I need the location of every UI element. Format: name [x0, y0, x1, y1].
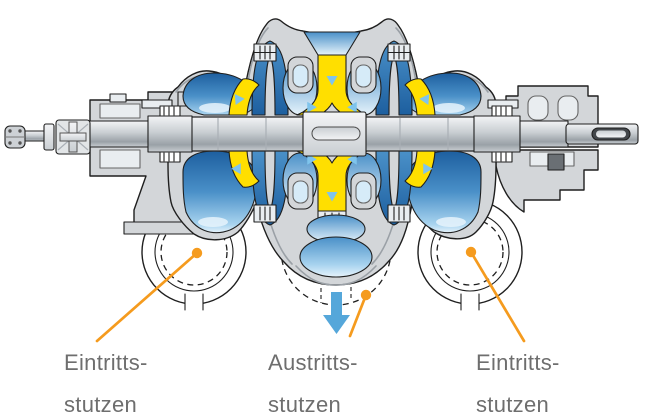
chamber-highlight: [436, 217, 466, 227]
seal-spring: [159, 151, 181, 163]
wear-ring: [253, 204, 277, 223]
bolt-dot: [18, 129, 22, 133]
label-outlet-center: Austritts- stutzen: [268, 342, 358, 416]
bearing-pocket: [99, 149, 141, 169]
callout-dot-icon: [360, 289, 372, 301]
center-collar-groove: [311, 126, 361, 141]
flow-channels-top: [182, 31, 482, 116]
bearing-pocket: [99, 103, 141, 119]
rib-window: [355, 180, 372, 204]
label-line: Eintritts-: [476, 350, 560, 375]
seal-spring: [491, 151, 513, 163]
nozzle-flange-slot: [461, 294, 479, 310]
callout-outlet-center: [348, 289, 372, 338]
stub-shaft: [23, 130, 47, 142]
flow-chevron-icon: [326, 76, 338, 86]
label-line: stutzen: [64, 392, 138, 416]
bearing-housing-right: [495, 85, 599, 213]
coupling-spider-horizontal: [59, 132, 87, 142]
nozzle-hidden-edge-dashed: [160, 218, 228, 286]
flow-chevron-icon: [231, 163, 241, 175]
callout-leader-line: [469, 250, 526, 343]
label-line: stutzen: [268, 392, 342, 416]
rib-window: [292, 64, 309, 88]
flow-chevrons-top: [234, 76, 430, 113]
bolt-dot: [18, 141, 22, 145]
wear-ring-details: [253, 43, 411, 223]
seal-collar: [473, 115, 521, 153]
discharge-flow-arrow-icon: [323, 292, 350, 334]
wear-ring: [387, 43, 411, 62]
coupling-end-left: [4, 119, 91, 155]
chamber-highlight: [198, 217, 228, 227]
bolt-dot: [8, 141, 12, 145]
housing-window: [527, 95, 549, 121]
discharge-annotation: [320, 287, 352, 334]
drain-plug: [547, 153, 565, 171]
flow-chevron-icon: [419, 94, 430, 105]
flow-chevron-icon: [423, 163, 433, 175]
seal-collar: [147, 115, 193, 153]
impeller-channel-top-left: [228, 78, 260, 116]
housing-bolt: [109, 93, 127, 103]
housing-window: [557, 95, 579, 121]
label-line: stutzen: [476, 392, 550, 416]
nozzle-hidden-edge-dashed: [436, 218, 504, 286]
passage-highlight: [199, 103, 231, 113]
impeller-channel-bottom-left: [228, 150, 260, 188]
callout-dot-icon: [465, 246, 477, 258]
nozzle-flange-slot: [185, 294, 203, 310]
casing-inner-shading: [295, 265, 377, 286]
callout-dot-icon: [191, 247, 203, 259]
coupling-plate: [43, 123, 55, 151]
seal-spring: [491, 105, 513, 117]
label-line: Austritts-: [268, 350, 358, 375]
wear-ring: [253, 43, 277, 62]
gland-block: [141, 99, 173, 109]
shaft-assembly: [85, 111, 639, 157]
label-line: Eintritts-: [64, 350, 148, 375]
mechanical-seal-left: [141, 99, 193, 163]
passage-highlight: [433, 103, 465, 113]
flow-chevron-icon: [347, 101, 357, 113]
label-inlet-left: Eintritts- stutzen: [64, 342, 148, 416]
impeller-channel-bottom-right: [404, 150, 436, 188]
discharge-volute: [299, 236, 373, 278]
flow-chevron-icon: [234, 94, 245, 105]
bolt-dot: [8, 129, 12, 133]
seal-spring: [159, 105, 181, 117]
keyway-inner: [596, 130, 626, 138]
callout-inlet-left: [95, 247, 203, 343]
wear-ring: [387, 204, 411, 223]
impeller-channel-top-right: [404, 78, 436, 116]
rib-window: [355, 64, 372, 88]
callout-leader-line: [348, 293, 368, 338]
callout-inlet-right: [465, 246, 526, 343]
label-inlet-right: Eintritts- stutzen: [476, 342, 560, 416]
rib-window: [292, 180, 309, 204]
mechanical-seal-right: [473, 99, 521, 163]
flow-chevron-icon: [307, 101, 317, 113]
callout-leader-line: [95, 251, 199, 343]
flow-chevron-icon: [326, 192, 338, 202]
